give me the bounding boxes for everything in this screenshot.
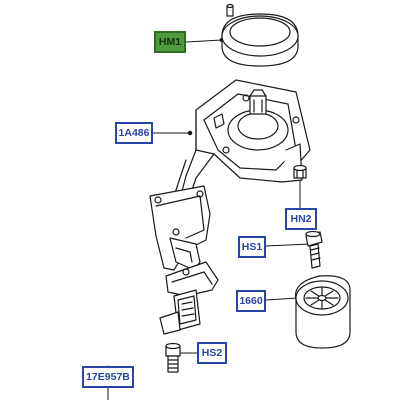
callout-hs2[interactable]: HS2 [197, 342, 227, 364]
support-arm-part [149, 185, 211, 271]
callout-hs1[interactable]: HS1 [238, 236, 266, 258]
callout-hn2[interactable]: HN2 [285, 208, 317, 230]
callout-1a486[interactable]: 1A486 [115, 122, 153, 144]
screw-part [165, 342, 181, 373]
nut-part [293, 164, 307, 179]
bolt-part [305, 230, 323, 269]
top-cap-part [221, 3, 299, 67]
lower-clamp-part [159, 261, 219, 335]
callout-1660[interactable]: 1660 [236, 290, 266, 312]
callout-hm1[interactable]: HM1 [154, 31, 186, 53]
rubber-bush-part [294, 275, 351, 349]
callout-17e957b[interactable]: 17E957B [82, 366, 134, 388]
